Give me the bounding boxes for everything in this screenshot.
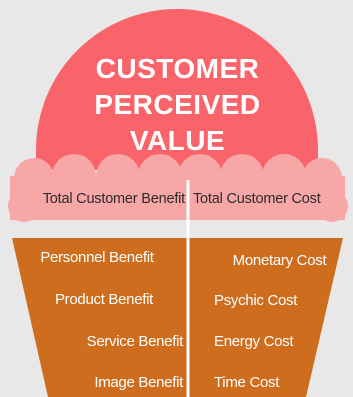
total-cost-label: Total Customer Cost bbox=[193, 191, 321, 207]
title-line-3: VALUE bbox=[129, 125, 226, 156]
cost-item-energy: Energy Cost bbox=[214, 333, 294, 350]
cone-shape bbox=[12, 238, 343, 397]
scalloped-band bbox=[8, 154, 348, 222]
benefit-item-service: Service Benefit bbox=[86, 333, 184, 350]
total-benefit-label: Total Customer Benefit bbox=[42, 191, 185, 207]
cost-item-psychic: Psychic Cost bbox=[214, 292, 298, 309]
benefit-item-personnel: Personnel Benefit bbox=[40, 249, 154, 266]
benefit-item-product: Product Benefit bbox=[54, 291, 154, 308]
title-line-2: PERCEIVED bbox=[94, 89, 261, 120]
benefit-item-image: Image Benefit bbox=[94, 374, 183, 391]
cost-item-time: Time Cost bbox=[214, 374, 280, 391]
title-line-1: CUSTOMER bbox=[95, 53, 260, 84]
cost-item-monetary: Monetary Cost bbox=[232, 252, 327, 269]
scoop-shape bbox=[36, 9, 318, 170]
